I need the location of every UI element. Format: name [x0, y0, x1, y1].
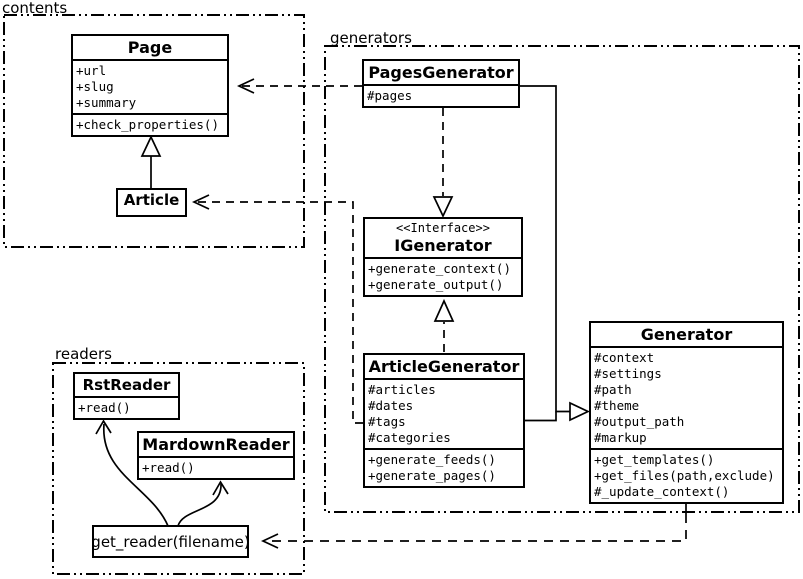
attribute: +summary: [76, 95, 137, 110]
method: +generate_pages(): [368, 468, 496, 483]
class-mardownreader: MardownReader +read(): [137, 431, 295, 480]
curve-getreader-mardownreader: [177, 483, 222, 527]
open-arrowhead-icon: [236, 78, 255, 94]
attribute: #theme: [594, 398, 640, 413]
class-rstreader-title: RstReader: [82, 376, 171, 394]
realization-triangle-icon: [433, 298, 455, 322]
attribute: #pages: [367, 88, 413, 103]
class-page-attributes: +url +slug +summary: [73, 59, 227, 113]
package-border-contents: [3, 14, 305, 248]
node-get-reader-label: get_reader(filename): [91, 532, 250, 551]
class-generator-attributes: #context #settings #path #theme #output_…: [591, 346, 782, 448]
attribute: #context: [594, 350, 655, 365]
package-label-contents: contents: [2, 0, 68, 17]
generalization-line-pagesgenerator-generator: [520, 85, 570, 413]
class-articlegenerator-attributes: #articles #dates #tags #categories: [365, 378, 523, 448]
class-articlegenerator: ArticleGenerator #articles #dates #tags …: [363, 353, 525, 488]
class-pagesgenerator-title: PagesGenerator: [368, 63, 514, 82]
class-articlegenerator-methods: +generate_feeds() +generate_pages(): [365, 448, 523, 486]
open-arrowhead-icon: [191, 194, 210, 210]
node-get-reader: get_reader(filename): [91, 525, 250, 558]
attribute: #categories: [368, 430, 451, 445]
class-pagesgenerator: PagesGenerator #pages: [362, 59, 520, 108]
class-rstreader: RstReader +read(): [73, 372, 180, 420]
class-igenerator-title: IGenerator: [394, 236, 492, 255]
class-rstreader-methods: +read(): [75, 396, 178, 418]
open-arrowhead-icon: [212, 480, 229, 496]
inheritance-triangle-icon: [140, 135, 162, 157]
package-border-readers: [52, 362, 305, 575]
class-page-title: Page: [127, 38, 173, 57]
class-mardownreader-title: MardownReader: [142, 435, 290, 454]
attribute: +url: [76, 63, 107, 78]
package-label-readers: readers: [55, 345, 112, 363]
class-article: Article: [116, 188, 187, 217]
method: +check_properties(): [76, 117, 219, 132]
class-generator-title: Generator: [640, 325, 733, 344]
class-igenerator-stereotype: <<Interface>>: [396, 221, 490, 235]
package-label-generators: generators: [330, 29, 412, 47]
dependency-line-articlegenerator-article: [195, 201, 363, 424]
realization-triangle-icon: [432, 196, 454, 218]
attribute: #markup: [594, 430, 647, 445]
generalization-line-articlegenerator-generator: [525, 411, 557, 422]
method: +generate_output(): [368, 277, 504, 292]
class-igenerator: <<Interface>> IGenerator +generate_conte…: [363, 217, 523, 297]
attribute: #tags: [368, 414, 406, 429]
class-pagesgenerator-attributes: #pages: [364, 84, 518, 106]
package-border-generators: [324, 45, 800, 513]
class-page-methods: +check_properties(): [73, 113, 227, 135]
method: +read(): [142, 460, 195, 475]
class-igenerator-methods: +generate_context() +generate_output(): [365, 257, 521, 295]
class-generator: Generator #context #settings #path #them…: [589, 321, 784, 504]
class-article-title: Article: [123, 191, 180, 209]
attribute: #articles: [368, 382, 436, 397]
class-generator-methods: +get_templates() +get_files(path,exclude…: [591, 448, 782, 502]
class-page: Page +url +slug +summary +check_properti…: [71, 34, 229, 137]
inheritance-triangle-icon: [569, 401, 590, 422]
method: +generate_feeds(): [368, 452, 496, 467]
method: +get_files(path,exclude): [594, 468, 775, 483]
class-mardownreader-methods: +read(): [139, 456, 293, 478]
open-arrowhead-icon: [95, 419, 112, 435]
dependency-line-generator-getreader: [264, 514, 687, 542]
curve-getreader-rstreader: [103, 423, 169, 527]
attribute: #path: [594, 382, 632, 397]
attribute: #dates: [368, 398, 414, 413]
class-articlegenerator-title: ArticleGenerator: [368, 357, 520, 376]
method: #_update_context(): [594, 484, 730, 499]
open-arrowhead-icon: [260, 533, 279, 549]
attribute: +slug: [76, 79, 114, 94]
method: +read(): [78, 400, 131, 415]
attribute: #output_path: [594, 414, 685, 429]
attribute: #settings: [594, 366, 662, 381]
method: +generate_context(): [368, 261, 511, 276]
method: +get_templates(): [594, 452, 715, 467]
